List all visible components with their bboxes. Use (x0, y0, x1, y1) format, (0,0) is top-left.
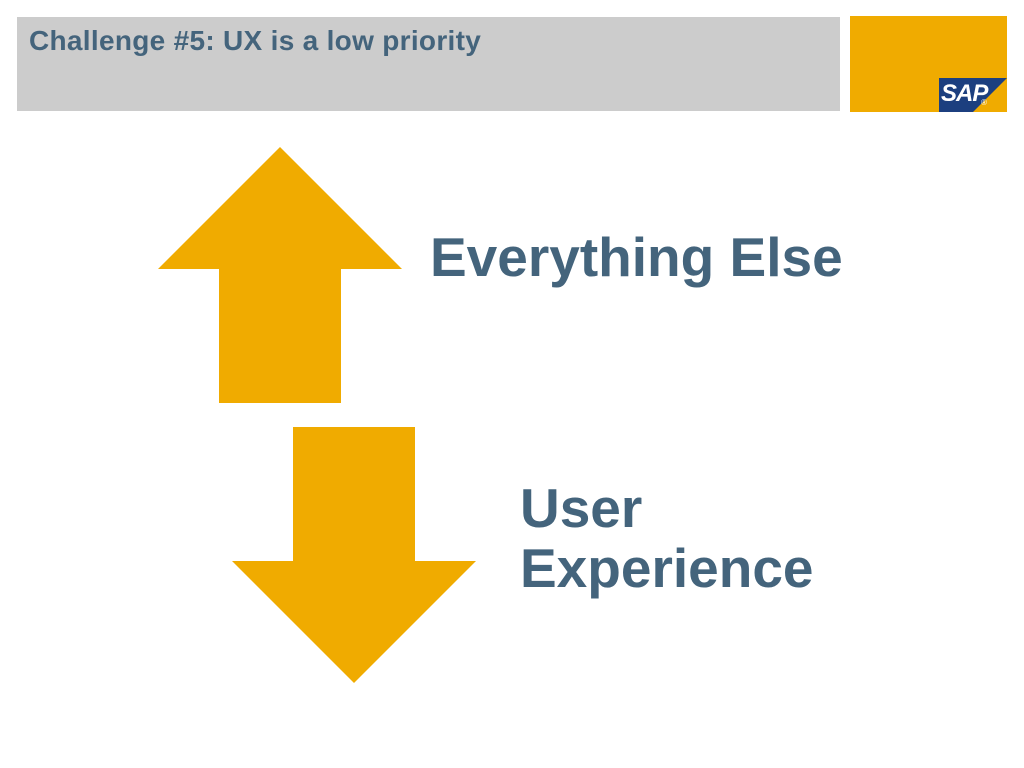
registered-mark: ® (981, 98, 987, 107)
slide-title: Challenge #5: UX is a low priority (29, 25, 482, 56)
down-arrow-icon (232, 427, 476, 683)
sap-logo-text: SAP (941, 80, 988, 107)
user-experience-label-line1: User (520, 477, 643, 539)
user-experience-label-line2: Experience (520, 537, 814, 599)
user-experience-label: User Experience (520, 478, 814, 598)
everything-else-label: Everything Else (430, 226, 843, 288)
up-arrow-icon (158, 147, 402, 403)
title-bar: Challenge #5: UX is a low priority (17, 17, 840, 111)
sap-logo-icon (939, 78, 1007, 112)
logo-block: SAP ® (850, 16, 1007, 112)
